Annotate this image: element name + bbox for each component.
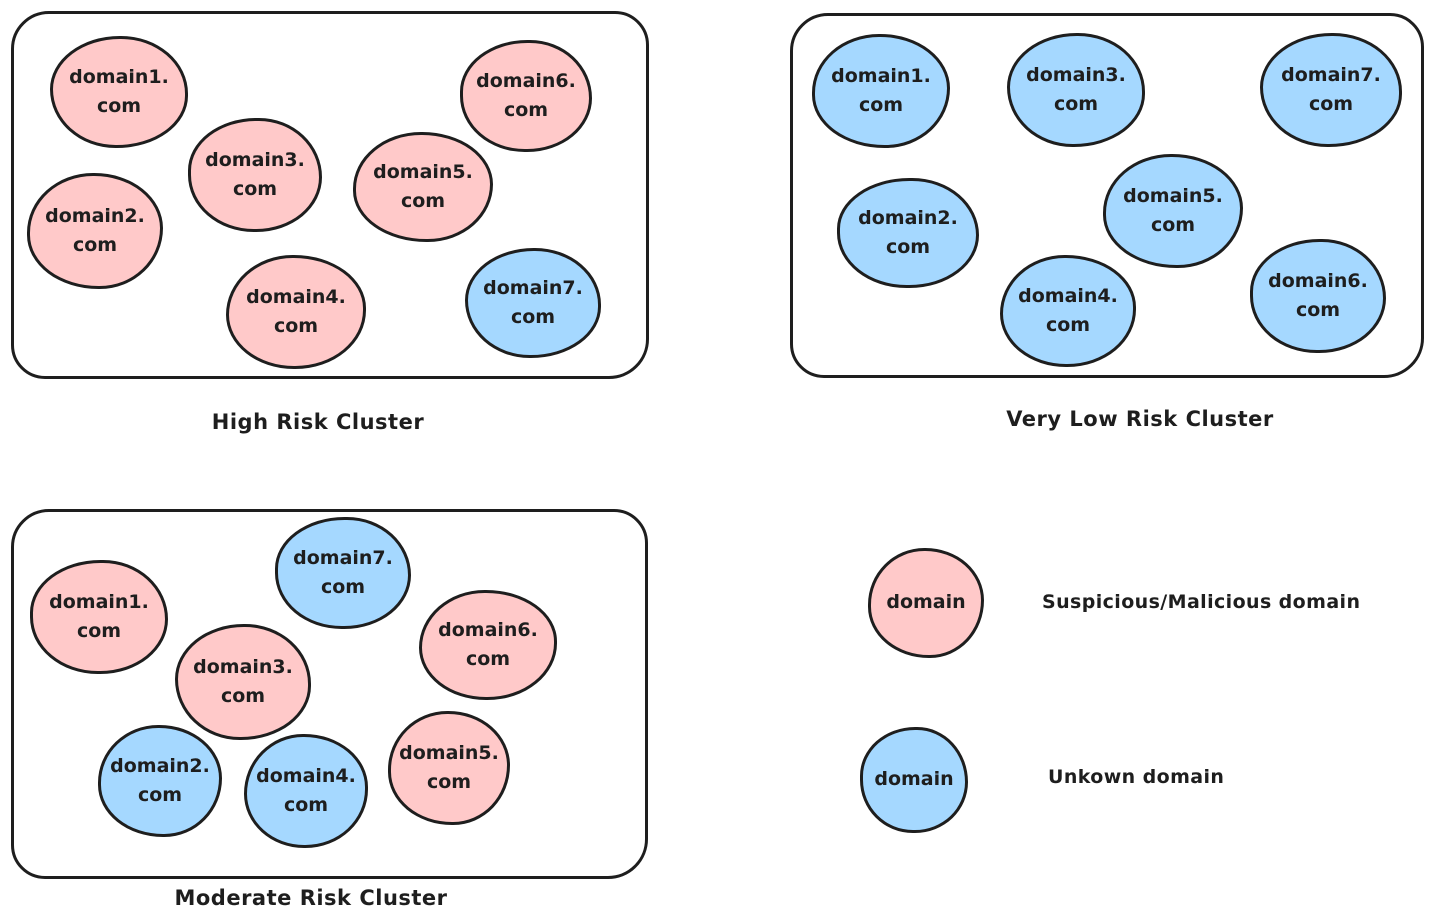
domain-node-label: domain5. com (399, 741, 499, 793)
domain-node-label: domain6. com (476, 69, 576, 121)
domain-node: domain5. com (388, 711, 510, 825)
domain-node: domain5. com (353, 132, 493, 242)
domain-node-label: domain5. com (373, 160, 473, 212)
domain-node: domain6. com (460, 40, 592, 152)
domain-node: domain3. com (1007, 33, 1145, 147)
domain-node-label: domain4. com (256, 764, 356, 816)
domain-node-label: domain2. com (858, 206, 958, 258)
cluster-label-very-low-risk: Very Low Risk Cluster (1006, 407, 1274, 431)
domain-node: domain6. com (1250, 239, 1386, 353)
domain-node-label: domain6. com (1268, 269, 1368, 321)
domain-node-label: domain7. com (1281, 63, 1381, 115)
domain-node: domain5. com (1103, 154, 1243, 268)
legend-symbol-label: domain (886, 591, 966, 614)
domain-node: domain4. com (244, 734, 368, 848)
domain-node: domain7. com (275, 517, 411, 629)
domain-node: domain2. com (27, 173, 163, 289)
domain-node: domain3. com (175, 624, 311, 740)
domain-node-label: domain3. com (193, 655, 293, 707)
cluster-label-moderate-risk: Moderate Risk Cluster (174, 886, 448, 910)
legend-description-unknown: Unkown domain (1048, 766, 1225, 788)
domain-node: domain1. com (30, 560, 168, 674)
domain-node-label: domain5. com (1123, 184, 1223, 236)
domain-node: domain1. com (50, 36, 188, 148)
legend-symbol-label: domain (874, 768, 954, 791)
domain-node-label: domain3. com (205, 148, 305, 200)
domain-node-label: domain1. com (831, 64, 931, 116)
domain-node: domain4. com (1000, 255, 1136, 367)
legend-symbol-unknown: domain (860, 727, 968, 833)
domain-node: domain2. com (98, 725, 222, 837)
domain-node-label: domain6. com (438, 618, 538, 670)
domain-node-label: domain2. com (45, 204, 145, 256)
domain-node-label: domain7. com (293, 546, 393, 598)
domain-node-label: domain4. com (1018, 284, 1118, 336)
domain-node: domain2. com (837, 178, 979, 288)
cluster-label-high-risk: High Risk Cluster (211, 410, 425, 434)
domain-node-label: domain2. com (110, 754, 210, 806)
domain-node-label: domain3. com (1026, 63, 1126, 115)
domain-node-label: domain1. com (69, 65, 169, 117)
domain-node: domain3. com (188, 118, 322, 232)
domain-node-label: domain7. com (483, 276, 583, 328)
domain-node-label: domain1. com (49, 590, 149, 642)
domain-node: domain7. com (465, 248, 601, 358)
legend-description-suspicious: Suspicious/Malicious domain (1042, 591, 1361, 613)
domain-node: domain6. com (419, 590, 557, 700)
domain-node: domain1. com (812, 34, 950, 148)
domain-node-label: domain4. com (246, 285, 346, 337)
domain-node: domain4. com (226, 255, 366, 369)
legend-symbol-suspicious: domain (868, 548, 984, 658)
domain-node: domain7. com (1260, 33, 1402, 147)
